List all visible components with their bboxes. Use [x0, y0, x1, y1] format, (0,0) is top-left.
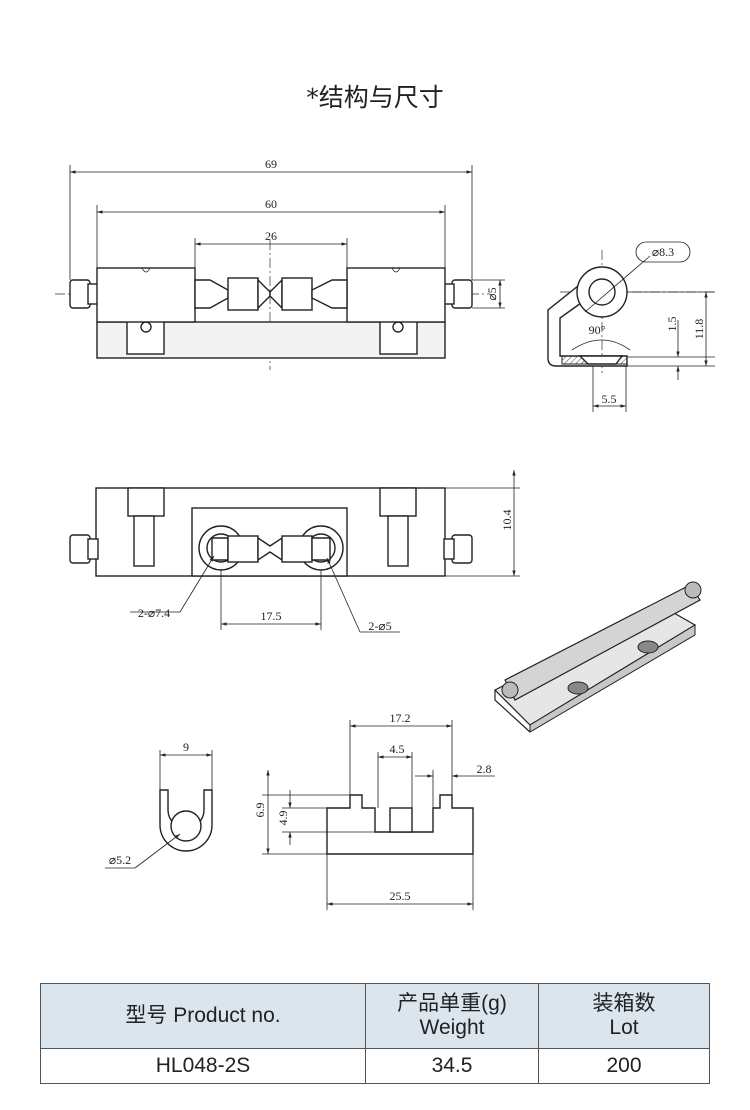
dim-block-height: 6.9: [253, 803, 267, 818]
cell-weight: 34.5: [365, 1048, 539, 1084]
dim-hole-diameter: ⌀8.3: [652, 245, 674, 259]
dim-end-diameter: ⌀5.2: [109, 853, 131, 867]
dim-countersink-angle: 90°: [589, 323, 606, 337]
cell-lot: 200: [538, 1048, 710, 1084]
top-view: 10.4 2-⌀7.4 17.5 2-⌀5: [69, 470, 520, 633]
block-view: 17.2 4.5 2.8 6.9 4.9 25.5: [253, 711, 495, 910]
page-title: *结构与尺寸: [306, 83, 444, 112]
dim-block-base: 25.5: [390, 889, 411, 903]
dim-slot-depth: 4.9: [276, 811, 290, 826]
dim-large-holes: 2-⌀7.4: [138, 606, 170, 620]
dim-offset: 1.5: [665, 317, 679, 332]
dim-overall-length: 69: [265, 157, 277, 171]
cell-product-no: HL048-2S: [40, 1048, 366, 1084]
dim-block-step: 2.8: [477, 762, 492, 776]
dim-block-slot: 4.5: [390, 742, 405, 756]
dim-top-width: 10.4: [500, 510, 514, 531]
header-weight: 产品单重(g)Weight: [365, 983, 539, 1049]
end-view: 9 ⌀5.2: [105, 740, 213, 869]
technical-drawing: 69 60 26 ⌀5 ⌀8.3 90° 1.5 11.8 5.5: [55, 157, 715, 910]
dim-hole-spacing: 17.5: [261, 609, 282, 623]
side-view: ⌀8.3 90° 1.5 11.8 5.5: [547, 241, 715, 412]
dim-end-width: 9: [183, 740, 189, 754]
dim-small-holes: 2-⌀5: [368, 619, 391, 633]
dim-block-length: 17.2: [390, 711, 411, 725]
dim-pin-diameter: ⌀5: [485, 287, 499, 300]
front-view: 69 60 26 ⌀5: [55, 157, 505, 370]
dim-center-length: 26: [265, 229, 277, 243]
isometric-view: [493, 581, 702, 733]
dim-body-length: 60: [265, 197, 277, 211]
dim-countersink: 5.5: [602, 392, 617, 406]
dim-side-height: 11.8: [692, 319, 706, 340]
header-product-no: 型号 Product no.: [40, 983, 366, 1049]
table-row: HL048-2S 34.5 200: [40, 1048, 710, 1084]
